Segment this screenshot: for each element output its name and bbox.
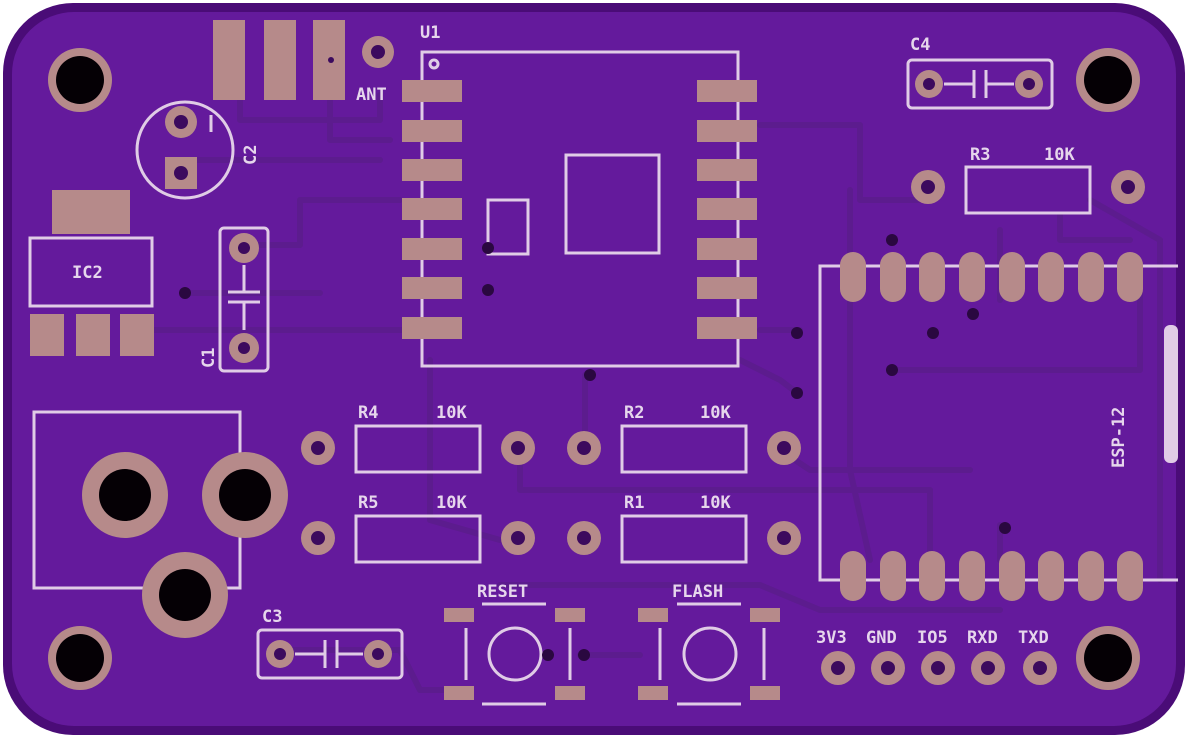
esp12-footprint: ESP-12 (818, 252, 1178, 601)
label-r2-value: 10K (700, 403, 731, 423)
resistor-r4: R4 10K (301, 403, 535, 474)
label-ant: ANT (356, 85, 387, 105)
label-r3-value: 10K (1044, 145, 1075, 165)
label-c4: C4 (910, 35, 930, 55)
resistor-r5: R5 10K (301, 493, 535, 564)
vias (179, 234, 1011, 661)
label-r3: R3 (970, 145, 990, 165)
board-surface (12, 12, 1176, 726)
resistor-r2: R2 10K (567, 403, 801, 474)
label-gnd: GND (866, 628, 897, 648)
module-u1: U1 (402, 23, 757, 368)
label-r5-value: 10K (436, 493, 467, 513)
label-r1-value: 10K (700, 493, 731, 513)
serial-header: 3V3 GND IO5 RXD TXD (816, 628, 1057, 685)
label-c1: C1 (199, 348, 219, 368)
label-rxd: RXD (967, 628, 998, 648)
esp12-top-pads (840, 252, 1143, 302)
label-r4-value: 10K (436, 403, 467, 423)
capacitor-c4: C4 (906, 35, 1054, 110)
label-flash: FLASH (672, 582, 723, 602)
label-r5: R5 (358, 493, 378, 513)
label-r2: R2 (624, 403, 644, 423)
reset-button[interactable]: RESET (444, 582, 585, 706)
regulator-ic2: IC2 (28, 190, 154, 356)
capacitor-c1: C1 (199, 226, 270, 373)
antenna-connector: ANT (213, 20, 394, 105)
label-c3: C3 (262, 607, 282, 627)
capacitor-c2: C2 (135, 100, 261, 200)
capacitor-c3: C3 (256, 607, 404, 680)
label-reset: RESET (477, 582, 528, 602)
label-io5: IO5 (917, 628, 948, 648)
dc-jack (32, 410, 288, 638)
label-c2: C2 (241, 145, 261, 165)
resistor-r1: R1 10K (567, 493, 801, 564)
esp12-antenna-marker (1164, 325, 1178, 463)
label-txd: TXD (1018, 628, 1049, 648)
label-u1: U1 (420, 23, 440, 43)
resistor-r3: R3 10K (911, 145, 1145, 215)
label-r1: R1 (624, 493, 644, 513)
label-3v3: 3V3 (816, 628, 847, 648)
label-r4: R4 (358, 403, 378, 423)
mounting-holes (48, 48, 1140, 690)
flash-button[interactable]: FLASH (638, 582, 780, 706)
label-esp12: ESP-12 (1109, 407, 1129, 468)
esp12-bottom-pads (840, 551, 1143, 601)
label-ic2: IC2 (72, 263, 103, 283)
